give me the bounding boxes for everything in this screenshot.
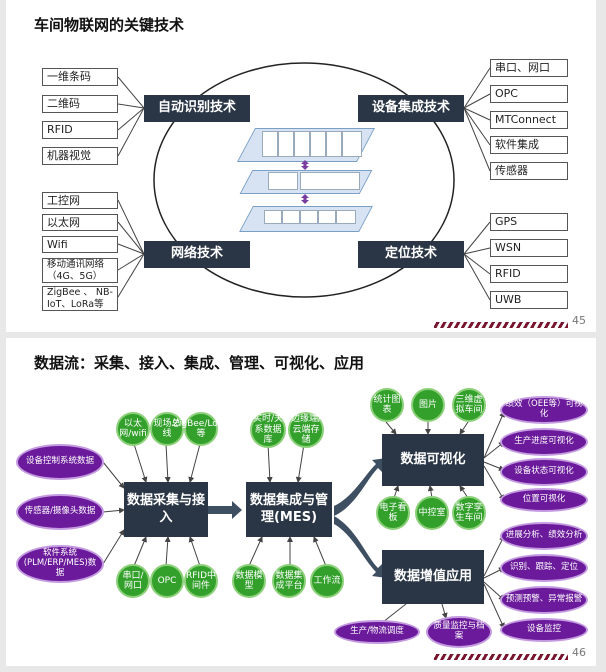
app-module bbox=[342, 131, 362, 157]
tech-item-rfid-pos: RFID bbox=[490, 265, 568, 283]
integrate-platform: 数据集成平台 bbox=[272, 564, 306, 598]
value-prediction: 预测预警、异常报警 bbox=[500, 586, 588, 614]
footer-stripe bbox=[434, 654, 568, 660]
tech-item-wifi: Wifi bbox=[42, 236, 118, 253]
app-module bbox=[326, 131, 342, 157]
slide2-title: 数据流：采集、接入、集成、管理、可视化、应用 bbox=[34, 354, 365, 372]
sense-module bbox=[336, 210, 356, 224]
data-value-box: 数据增值应用 bbox=[382, 550, 484, 604]
app-module bbox=[262, 131, 278, 157]
tech-item-serial: 串口、网口 bbox=[490, 59, 568, 77]
slide-data-flow: 数据流：采集、接入、集成、管理、可视化、应用 bbox=[6, 338, 596, 666]
page-number: 45 bbox=[572, 314, 586, 327]
positioning-tech-box: 定位技术 bbox=[358, 241, 464, 268]
collect-fieldbus: 现场总线 bbox=[150, 412, 184, 446]
source-software-systems: 软件系统(PLM/ERP/MES)数据 bbox=[16, 545, 104, 583]
net-module bbox=[268, 172, 298, 190]
integrate-data-model: 数据模型 bbox=[232, 564, 266, 598]
slide1-connectors bbox=[117, 62, 491, 301]
tech-item-gps: GPS bbox=[490, 213, 568, 231]
sense-module bbox=[300, 210, 318, 224]
auto-id-tech-box: 自动识别技术 bbox=[144, 95, 250, 122]
source-sensor-camera: 传感器/摄像头数据 bbox=[16, 494, 104, 530]
visual-3d-workshop: 三维虚拟车间 bbox=[452, 388, 486, 422]
value-analysis: 进展分析、绩效分析 bbox=[500, 522, 588, 550]
page-number: 46 bbox=[572, 646, 586, 659]
collect-ethernet-wifi: 以太网/wifi bbox=[116, 412, 150, 446]
value-tracking: 识别、跟踪、定位 bbox=[500, 554, 588, 582]
visual-digital-twin: 数字孪生车间 bbox=[452, 496, 486, 530]
app-module bbox=[310, 131, 326, 157]
app-module bbox=[294, 131, 310, 157]
slide2-connectors bbox=[102, 411, 505, 629]
collect-zigbee-lora: ZigBee/LoRa等 bbox=[173, 412, 229, 446]
visual-position: 位置可视化 bbox=[500, 488, 588, 512]
visual-progress: 生产进度可视化 bbox=[500, 428, 588, 456]
visual-stat-chart: 统计图表 bbox=[370, 388, 404, 422]
visual-equipment-state: 设备状态可视化 bbox=[500, 458, 588, 486]
sense-module bbox=[264, 210, 282, 224]
network-tech-box: 网络技术 bbox=[144, 241, 250, 268]
net-module bbox=[300, 172, 360, 190]
tech-item-rfid: RFID bbox=[42, 121, 118, 139]
source-device-control: 设备控制系统数据 bbox=[16, 444, 104, 480]
tech-item-opc: OPC bbox=[490, 85, 568, 103]
data-visual-box: 数据可视化 bbox=[382, 434, 484, 486]
footer-stripe bbox=[434, 322, 568, 328]
collect-opc: OPC bbox=[150, 564, 184, 598]
updown-arrow-icon bbox=[301, 160, 309, 170]
tech-item-zigbee: ZigBee 、 NB-IoT、LoRa等 bbox=[42, 286, 118, 311]
sense-module bbox=[282, 210, 300, 224]
tech-item-qrcode: 二维码 bbox=[42, 95, 118, 113]
app-module bbox=[278, 131, 294, 157]
tech-item-ethernet: 以太网 bbox=[42, 214, 118, 231]
visual-e-board: 电子看板 bbox=[376, 496, 410, 530]
sense-module bbox=[318, 210, 336, 224]
visual-oee: 绩效（OEE等）可视化 bbox=[500, 396, 588, 424]
collect-serial-port: 串口/网口 bbox=[116, 564, 150, 598]
slide1-title: 车间物联网的关键技术 bbox=[34, 16, 185, 34]
tech-item-uwb: UWB bbox=[490, 291, 568, 309]
tech-item-mtconnect: MTConnect bbox=[490, 111, 568, 129]
collect-rfid-middleware: RFID中间件 bbox=[184, 564, 218, 598]
integrate-edge-cloud: 边缘端/云端存储 bbox=[288, 412, 324, 448]
updown-arrow-icon bbox=[301, 194, 309, 204]
tech-item-barcode: 一维条码 bbox=[42, 68, 118, 86]
data-collect-box: 数据采集与接入 bbox=[124, 482, 208, 537]
visual-control-room: 中控室 bbox=[415, 496, 449, 530]
tech-item-industrial-net: 工控网 bbox=[42, 192, 118, 209]
tech-item-sensor: 传感器 bbox=[490, 162, 568, 180]
value-quality: 质量监控与档案 bbox=[426, 616, 492, 648]
slide-iot-key-tech: 车间物联网的关键技术 bbox=[6, 0, 596, 332]
tech-item-software: 软件集成 bbox=[490, 136, 568, 154]
tech-item-mobile-net: 移动通讯网络（4G、5G） bbox=[42, 258, 118, 283]
visual-image: 图片 bbox=[411, 388, 445, 422]
data-integrate-box: 数据集成与管理(MES) bbox=[246, 482, 332, 537]
device-integration-tech-box: 设备集成技术 bbox=[358, 95, 464, 122]
tech-item-machine-vision: 机器视觉 bbox=[42, 147, 118, 165]
integrate-workflow: 工作流 bbox=[310, 564, 344, 598]
value-scheduling: 生产/物流调度 bbox=[334, 620, 420, 644]
value-monitor: 设备监控 bbox=[500, 618, 588, 642]
tech-item-wsn: WSN bbox=[490, 239, 568, 257]
integrate-realtime-db: 实时/关系数据库 bbox=[250, 412, 286, 448]
